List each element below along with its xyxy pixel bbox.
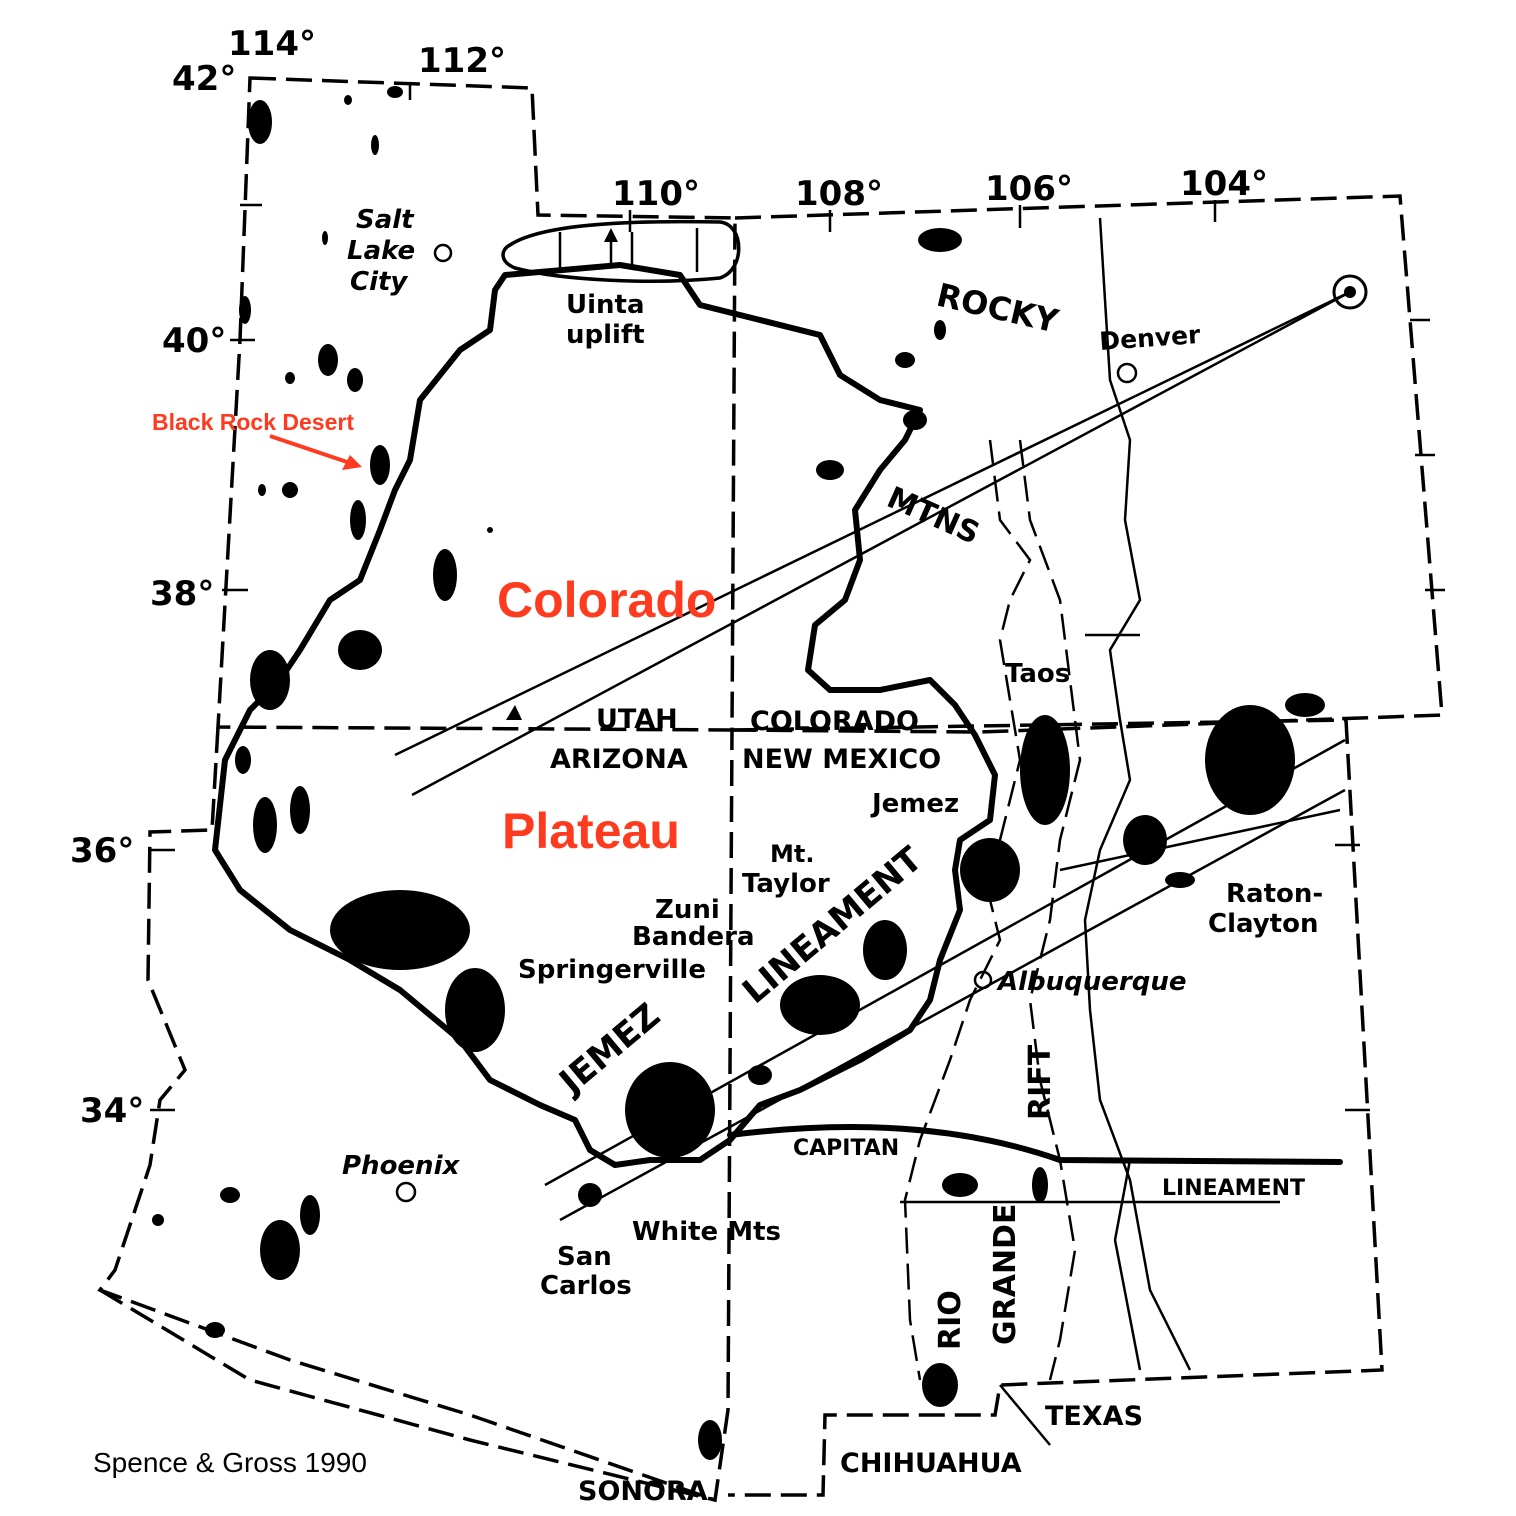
texas-label: TEXAS xyxy=(1045,1401,1143,1432)
river-east-2 xyxy=(1085,633,1142,1371)
texas-tick xyxy=(999,1384,1051,1446)
arizona-label: ARIZONA xyxy=(550,744,688,775)
bandera-label: Bandera xyxy=(632,922,754,952)
capitan-lineament-label: LINEAMENT xyxy=(1162,1176,1305,1201)
lat-36-label: 36° xyxy=(70,831,134,871)
lat-42-label: 42° xyxy=(172,59,236,99)
raton-label: Raton- xyxy=(1226,879,1323,909)
lon-112-label: 112° xyxy=(418,41,506,81)
uinta-uplift-outline xyxy=(501,219,741,283)
denver-label: Denver xyxy=(1098,320,1202,356)
state-boundaries xyxy=(97,76,1445,1503)
arizona-boundary xyxy=(97,726,734,1503)
denver-marker xyxy=(1116,362,1138,384)
taos-label: Taos xyxy=(1005,659,1070,689)
black-rock-desert-label: Black Rock Desert xyxy=(152,409,354,435)
phoenix-marker xyxy=(395,1181,417,1203)
colorado-label: COLORADO xyxy=(750,706,919,737)
salt-lake-label-2: Lake xyxy=(347,236,415,266)
black-rock-arrow xyxy=(269,434,362,470)
san-carlos-label-1: San xyxy=(557,1242,612,1272)
rift-label: RIFT xyxy=(1023,1044,1058,1120)
rocky-label: ROCKY xyxy=(933,276,1062,341)
jemez-label: Jemez xyxy=(870,789,959,819)
lon-110-label: 110° xyxy=(612,174,700,214)
salt-lake-label-3: City xyxy=(350,267,408,297)
lat-40-label: 40° xyxy=(162,321,226,361)
colorado-plateau-label-1: Colorado xyxy=(497,572,716,628)
lat-38-label: 38° xyxy=(150,574,214,614)
salt-lake-city-marker xyxy=(433,243,453,263)
lon-106-label: 106° xyxy=(985,169,1073,209)
uinta-arrows xyxy=(558,228,699,272)
new-mexico-label: NEW MEXICO xyxy=(742,744,941,775)
colorado-boundary xyxy=(731,194,1444,734)
albuquerque-marker xyxy=(973,970,993,990)
new-mexico-boundary xyxy=(728,718,1384,1497)
uinta-label-1: Uinta xyxy=(566,290,645,320)
white-mts-label: White Mts xyxy=(632,1217,781,1247)
san-carlos-label-2: Carlos xyxy=(540,1271,632,1301)
utah-boundary xyxy=(216,76,737,732)
lon-104-label: 104° xyxy=(1180,164,1268,204)
springerville-label: Springerville xyxy=(518,955,706,985)
rio-label: RIO xyxy=(933,1290,968,1350)
colorado-plateau-label-2: Plateau xyxy=(502,803,680,859)
clayton-label: Clayton xyxy=(1208,909,1319,939)
utah-label: UTAH xyxy=(596,704,678,735)
salt-lake-label-1: Salt xyxy=(356,205,415,235)
river-east-1 xyxy=(1083,217,1192,1371)
mexico-border xyxy=(99,1288,716,1502)
uinta-label-2: uplift xyxy=(566,320,645,350)
zuni-label: Zuni xyxy=(655,895,720,925)
capitan-lineament-lines xyxy=(727,1124,1343,1204)
lat-34-label: 34° xyxy=(80,1091,144,1131)
chihuahua-label: CHIHUAHUA xyxy=(840,1448,1022,1479)
phoenix-label: Phoenix xyxy=(342,1151,460,1181)
mt-taylor-label-1: Mt. xyxy=(770,840,814,868)
albuquerque-label: Albuquerque xyxy=(996,967,1187,997)
origin-marker xyxy=(1332,274,1368,310)
mt-taylor-label-2: Taylor xyxy=(742,869,830,899)
lon-108-label: 108° xyxy=(795,174,883,214)
lon-114-label: 114° xyxy=(228,24,316,64)
rio-grande-rift-east xyxy=(1018,439,1082,1381)
grande-label: GRANDE xyxy=(988,1204,1023,1345)
capitan-label: CAPITAN xyxy=(793,1136,899,1161)
mtns-label: MTNS xyxy=(882,480,985,551)
volcanic-fields xyxy=(152,86,1325,1460)
sonora-label: SONORA xyxy=(578,1476,708,1507)
source-credit: Spence & Gross 1990 xyxy=(93,1447,367,1478)
colorado-plateau-boundary xyxy=(212,262,998,1168)
